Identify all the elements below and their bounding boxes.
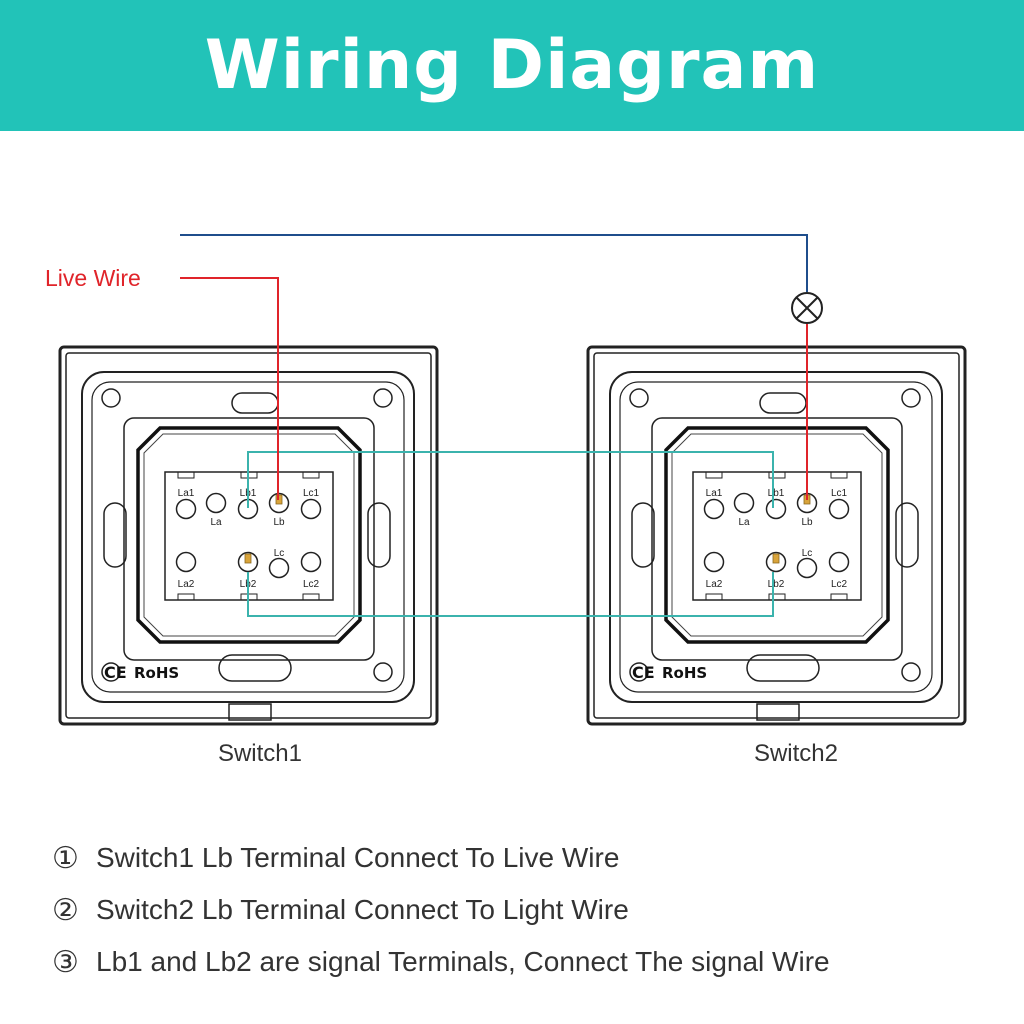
instruction-text: Switch2 Lb Terminal Connect To Light Wir… bbox=[96, 894, 629, 925]
terminal-label: Lb2 bbox=[768, 579, 785, 590]
terminal-la bbox=[733, 492, 755, 514]
instruction-item: ① Switch1 Lb Terminal Connect To Live Wi… bbox=[52, 832, 1012, 884]
terminal-la1 bbox=[703, 498, 725, 520]
terminal-label: Lb bbox=[273, 517, 285, 528]
terminal-label: Lc1 bbox=[303, 488, 320, 499]
step-number: ① bbox=[52, 840, 79, 876]
terminal-label: La2 bbox=[706, 579, 723, 590]
screw-hole bbox=[901, 388, 921, 408]
terminal-la1 bbox=[175, 498, 197, 520]
live-wire bbox=[180, 277, 279, 500]
terminal-lc2 bbox=[828, 551, 850, 573]
screw-hole bbox=[101, 388, 121, 408]
terminal-label: La1 bbox=[178, 488, 195, 499]
terminal-label: Lc2 bbox=[831, 579, 848, 590]
terminal-label: La bbox=[738, 517, 750, 528]
terminal-lc bbox=[268, 557, 290, 579]
terminal-block bbox=[692, 471, 862, 601]
rohs-mark: RoHS bbox=[134, 664, 179, 682]
step-number: ② bbox=[52, 892, 79, 928]
terminal-lb1 bbox=[765, 498, 787, 520]
switch1-caption: Switch1 bbox=[217, 740, 303, 767]
light-wire bbox=[180, 234, 808, 292]
terminal-label: Lc2 bbox=[303, 579, 320, 590]
terminal-label: La2 bbox=[178, 579, 195, 590]
screw-hole bbox=[101, 662, 121, 682]
terminal-label: Lc bbox=[802, 548, 813, 559]
terminal-lc1 bbox=[300, 498, 322, 520]
terminal-label: Lc bbox=[274, 548, 285, 559]
ce-mark: CE bbox=[632, 663, 655, 682]
step-number: ③ bbox=[52, 944, 79, 980]
terminal-label: Lb bbox=[801, 517, 813, 528]
instruction-text: Switch1 Lb Terminal Connect To Live Wire bbox=[96, 842, 620, 873]
header-bar: Wiring Diagram bbox=[0, 0, 1024, 131]
instruction-text: Lb1 and Lb2 are signal Terminals, Connec… bbox=[96, 946, 830, 977]
instruction-item: ② Switch2 Lb Terminal Connect To Light W… bbox=[52, 884, 1012, 936]
screw-hole bbox=[901, 662, 921, 682]
instruction-item: ③ Lb1 and Lb2 are signal Terminals, Conn… bbox=[52, 936, 1012, 988]
page-title: Wiring Diagram bbox=[204, 26, 820, 105]
terminal-label: Lb1 bbox=[768, 488, 785, 499]
live-wire-label: Live Wire bbox=[45, 265, 141, 291]
terminal-lc2 bbox=[300, 551, 322, 573]
terminal-la2 bbox=[703, 551, 725, 573]
signal-wire bbox=[247, 451, 774, 617]
terminal-label: La1 bbox=[706, 488, 723, 499]
terminal-lc1 bbox=[828, 498, 850, 520]
screw-hole bbox=[629, 662, 649, 682]
instructions-list: ① Switch1 Lb Terminal Connect To Live Wi… bbox=[52, 832, 1012, 988]
terminal-la2 bbox=[175, 551, 197, 573]
rohs-mark: RoHS bbox=[662, 664, 707, 682]
terminal-la bbox=[205, 492, 227, 514]
screw-hole bbox=[373, 662, 393, 682]
screw-hole bbox=[373, 388, 393, 408]
ce-mark: CE bbox=[104, 663, 127, 682]
lamp-icon bbox=[791, 292, 823, 324]
terminal-label: Lc1 bbox=[831, 488, 848, 499]
switch2-caption: Switch2 bbox=[753, 740, 839, 767]
terminal-lc bbox=[796, 557, 818, 579]
terminal-label: La bbox=[210, 517, 222, 528]
screw-hole bbox=[629, 388, 649, 408]
